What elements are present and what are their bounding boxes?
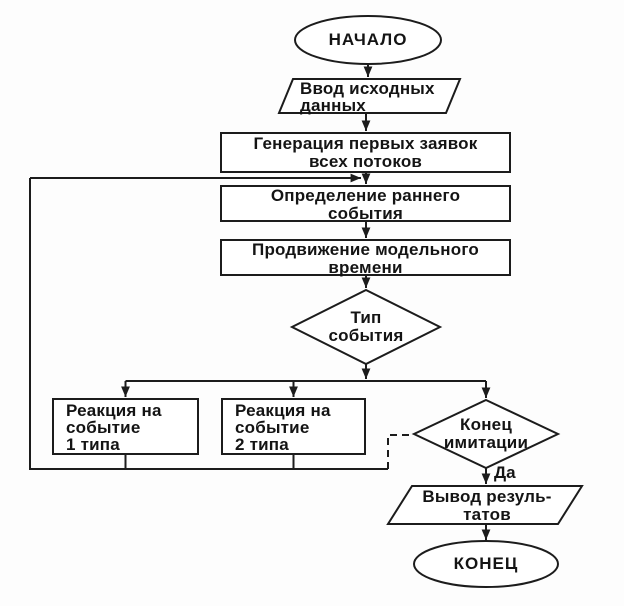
node-end: КОНЕЦ: [414, 555, 558, 573]
node-advance-time: Продвижение модельного времени: [252, 240, 479, 277]
node-end-label: КОНЕЦ: [453, 554, 519, 573]
connectors: [29, 64, 491, 540]
node-reaction-type-2: Реакция на событие 2 типа: [235, 401, 331, 454]
node-input-data: Ввод исходных данных: [300, 79, 435, 115]
node-end-of-simulation: Конец имитации: [443, 415, 529, 452]
edge-loop-return: [29, 178, 388, 470]
edge-no-dashed: [387, 434, 411, 469]
node-start: НАЧАЛО: [296, 31, 440, 49]
node-generate-requests: Генерация первых заявок всех потоков: [253, 134, 478, 171]
input-data-io-shape: [277, 78, 462, 114]
node-event-type: Тип события: [328, 308, 404, 345]
node-output-results: Вывод резуль- татов: [422, 487, 552, 524]
end-terminator-shape: [413, 540, 559, 588]
output-results-io-shape: [386, 485, 584, 525]
node-shapes: [52, 15, 584, 588]
find-early-event-process-shape: [220, 185, 511, 222]
edge-label-yes: Да: [494, 463, 516, 482]
reaction-type-2-process-shape: [221, 398, 366, 455]
node-start-label: НАЧАЛО: [328, 30, 408, 49]
node-find-early-event: Определение раннего события: [270, 186, 461, 223]
reaction-type-1-process-shape: [52, 398, 199, 455]
advance-time-process-shape: [220, 239, 511, 276]
node-reaction-type-1: Реакция на событие 1 типа: [66, 401, 162, 454]
